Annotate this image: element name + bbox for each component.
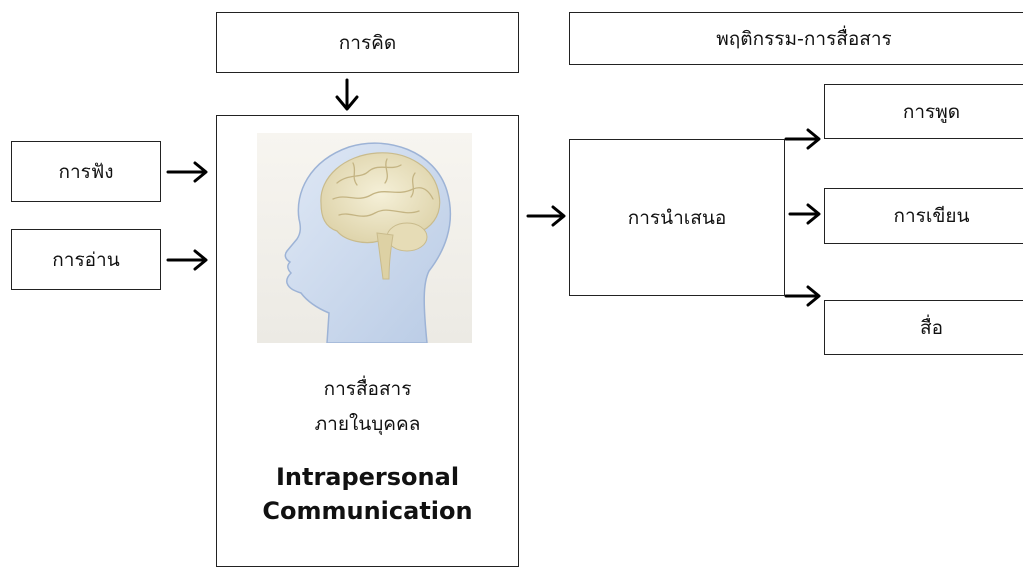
reading-box: การอ่าน	[11, 229, 161, 290]
presentation-label: การนำเสนอ	[627, 206, 727, 229]
speaking-box: การพูด	[824, 84, 1023, 139]
center-thai-line2: ภายในบุคคล	[314, 413, 421, 435]
center-thai-line1: การสื่อสาร	[323, 378, 412, 400]
thinking-box: การคิด	[216, 12, 519, 73]
media-box: สื่อ	[824, 300, 1023, 355]
media-label: สื่อ	[919, 316, 943, 339]
center-english-line1: Intrapersonal	[275, 463, 460, 491]
arrow-listen-head	[193, 161, 208, 183]
thinking-label: การคิด	[338, 31, 397, 54]
behavior-communication-box: พฤติกรรม-การสื่อสาร	[569, 12, 1023, 65]
listening-box: การฟัง	[11, 141, 161, 202]
arrow-media-head	[806, 285, 821, 307]
center-english-title: Intrapersonal Communication	[217, 460, 518, 528]
arrow-center-to-present-head	[551, 205, 566, 227]
reading-label: การอ่าน	[52, 248, 120, 271]
human-head-brain-icon	[257, 133, 472, 343]
behavior-communication-label: พฤติกรรม-การสื่อสาร	[716, 27, 892, 50]
arrow-speak-head	[806, 128, 821, 150]
arrow-think-head	[335, 95, 359, 111]
arrow-read-head	[193, 249, 208, 271]
center-english-line2: Communication	[262, 497, 473, 525]
listening-label: การฟัง	[58, 160, 114, 183]
presentation-box: การนำเสนอ	[569, 139, 785, 296]
writing-label: การเขียน	[893, 205, 970, 227]
speaking-label: การพูด	[902, 100, 961, 123]
writing-box: การเขียน	[824, 188, 1023, 244]
arrow-write-head	[806, 203, 821, 225]
